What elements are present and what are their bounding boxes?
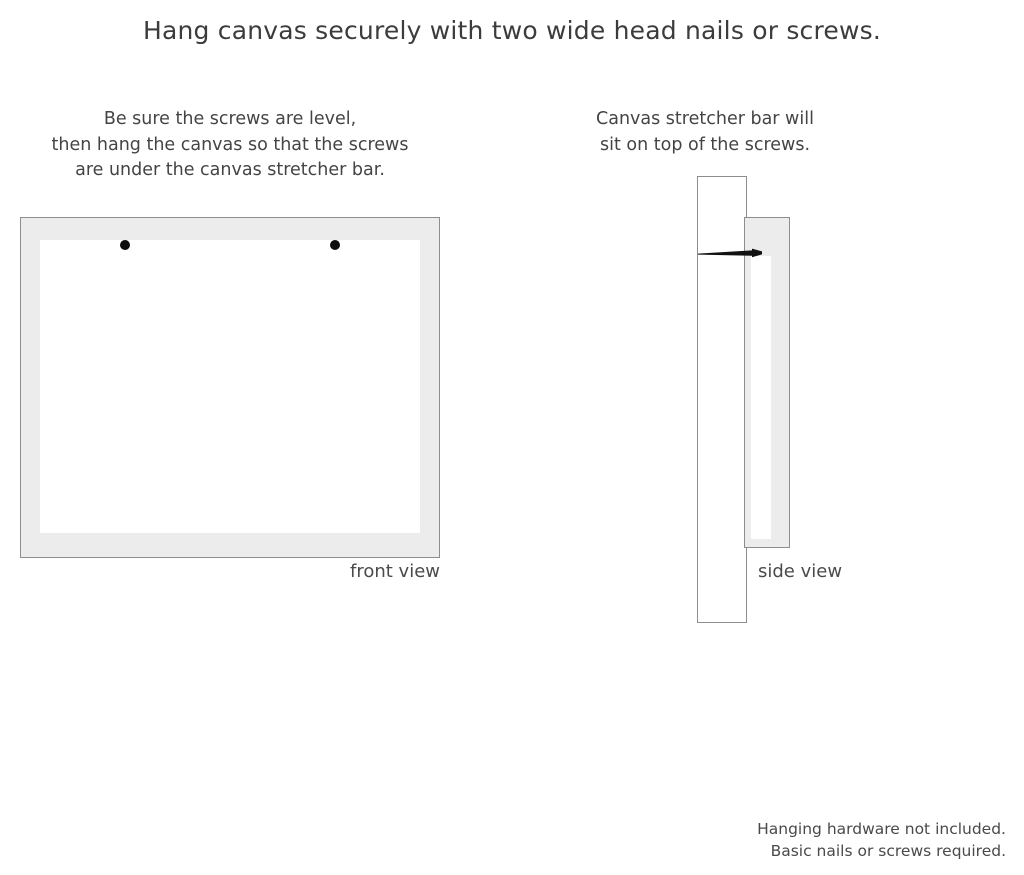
side-view-diagram bbox=[697, 176, 857, 626]
front-view-diagram bbox=[20, 217, 440, 558]
side-view-caption-line-2: sit on top of the screws. bbox=[599, 134, 811, 155]
side-view-caption: Canvas stretcher bar will sit on top of … bbox=[590, 107, 820, 158]
footer-note: Hanging hardware not included. Basic nai… bbox=[757, 818, 1006, 862]
front-view-caption-line-2: then hang the canvas so that the screws bbox=[51, 134, 409, 155]
screw-side-icon bbox=[698, 248, 762, 258]
front-view-caption-line-3: are under the canvas stretcher bar. bbox=[75, 160, 385, 180]
right-screw-icon bbox=[330, 240, 340, 250]
left-screw-icon bbox=[120, 240, 130, 250]
canvas-face-edge bbox=[751, 256, 771, 539]
page-title: Hang canvas securely with two wide head … bbox=[142, 16, 882, 45]
wall-board bbox=[697, 176, 747, 623]
front-view-caption: Be sure the screws are level, then hang … bbox=[20, 107, 440, 184]
side-view-caption-line-1: Canvas stretcher bar will bbox=[596, 109, 814, 129]
front-view-label: front view bbox=[350, 561, 440, 582]
footer-line-2: Basic nails or screws required. bbox=[770, 842, 1006, 860]
front-view-caption-line-1: Be sure the screws are level, bbox=[103, 109, 357, 129]
canvas-frame-inner bbox=[40, 240, 420, 533]
side-view-label: side view bbox=[758, 561, 843, 582]
footer-line-1: Hanging hardware not included. bbox=[757, 820, 1006, 838]
